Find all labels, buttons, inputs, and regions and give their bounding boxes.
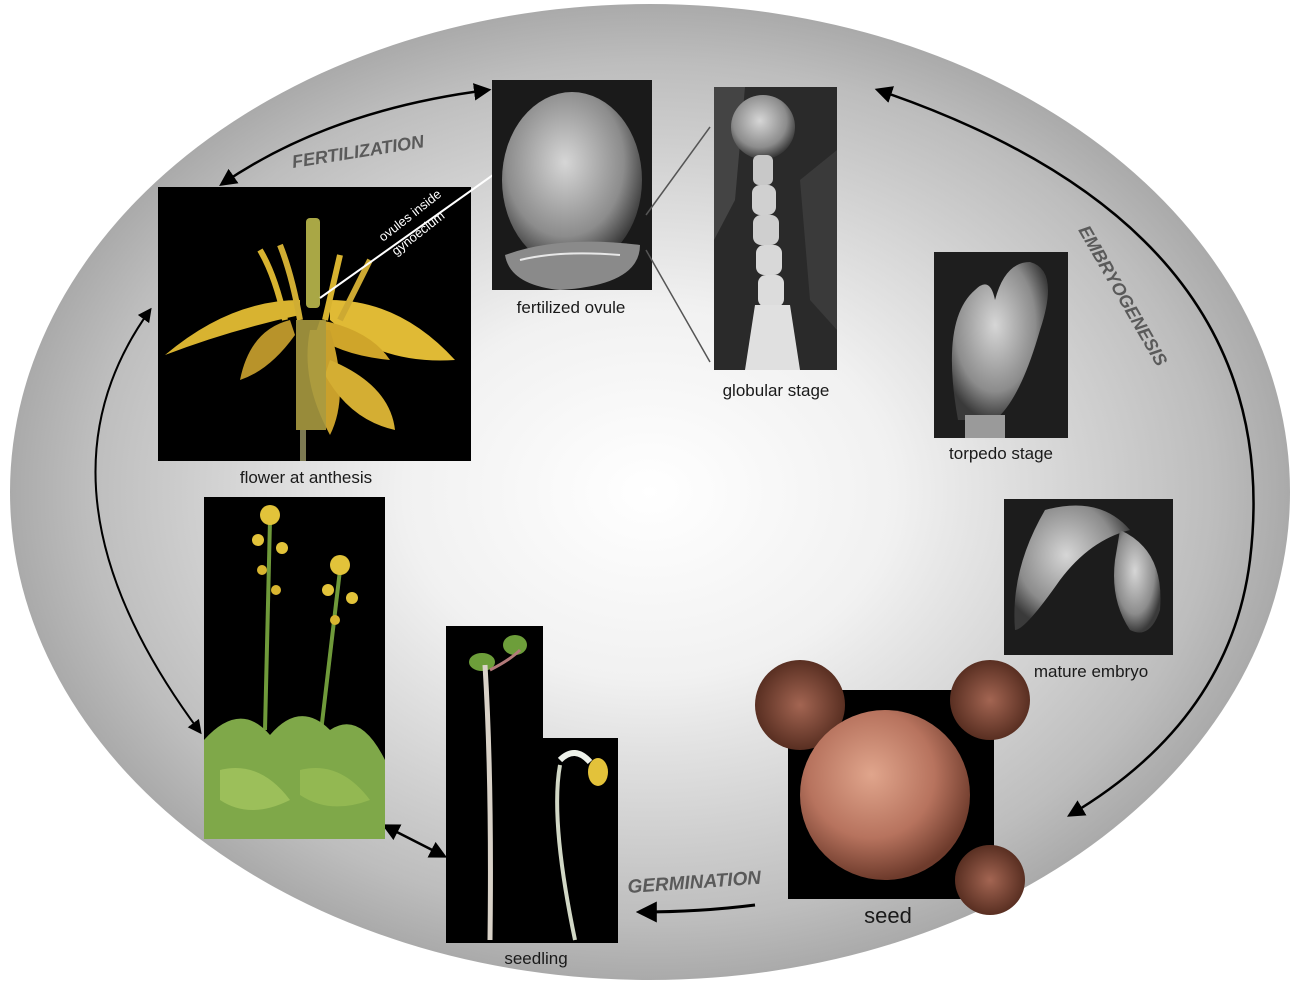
seedling-caption: seedling [504, 949, 567, 968]
fertilized-ovule-caption: fertilized ovule [517, 298, 626, 317]
seed-photo [755, 660, 1030, 915]
torpedo-stage-photo [934, 252, 1068, 438]
seed-caption: seed [864, 903, 912, 928]
globular-stage-photo [714, 87, 837, 370]
mature-embryo-photo [1004, 499, 1173, 655]
mature-embryo-caption: mature embryo [1034, 662, 1148, 681]
torpedo-stage-caption: torpedo stage [949, 444, 1053, 463]
globular-stage-caption: globular stage [723, 381, 830, 400]
plant-photo [204, 497, 385, 839]
flower-photo [158, 170, 500, 461]
flower-caption: flower at anthesis [240, 468, 372, 487]
